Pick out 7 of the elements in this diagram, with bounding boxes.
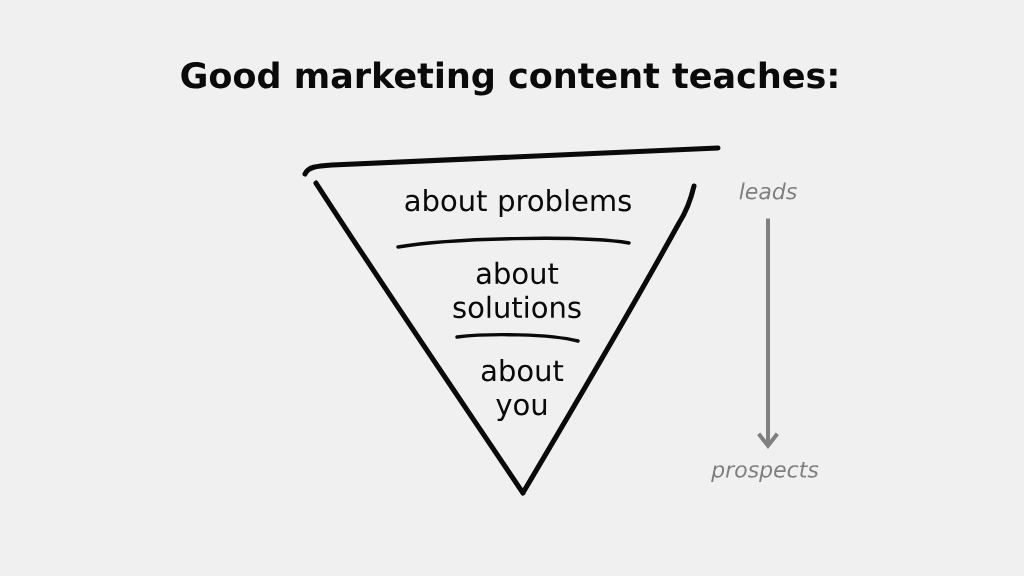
stage-label: prospects (711, 462, 819, 482)
title: Good marketing content teaches: (181, 61, 837, 96)
stage-label: leads (739, 182, 797, 200)
funnel-label: about problems (405, 188, 631, 218)
funnel-label: about you (481, 359, 564, 421)
funnel-label: about solutions (453, 261, 581, 319)
arrow (757, 218, 779, 450)
